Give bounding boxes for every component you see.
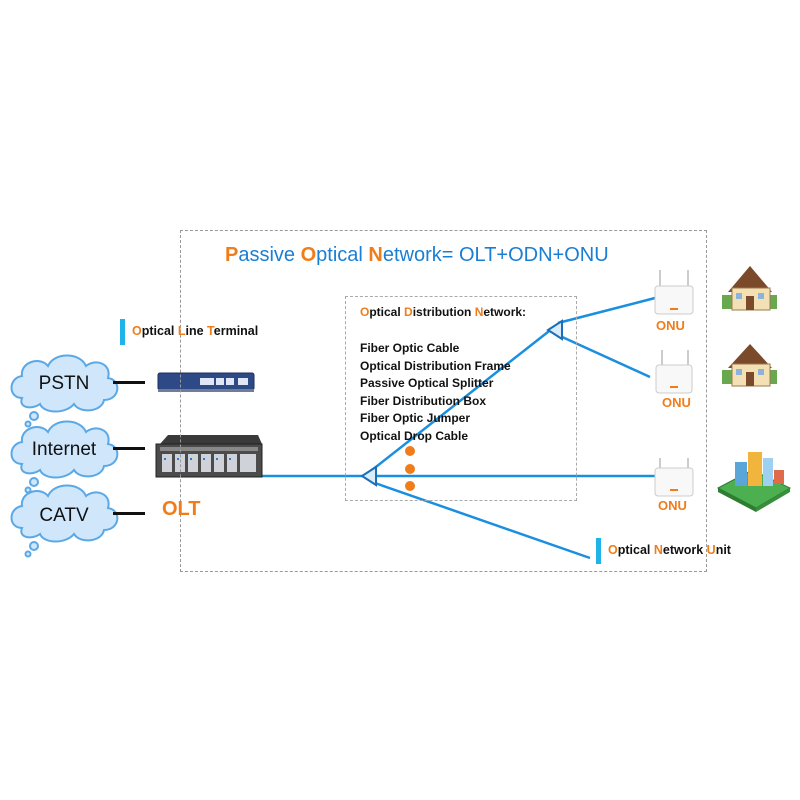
onu-label-bar [596, 538, 601, 564]
olt-label: Optical Line Terminal [132, 324, 259, 338]
fiber-splitter-to-onu-label [371, 480, 591, 560]
connector-dash [113, 512, 145, 515]
continuation-dot [405, 481, 415, 491]
odn-item: Optical Drop Cable [360, 428, 469, 443]
onu-label: Optical Network Unit [608, 543, 731, 557]
splitter-icon [546, 319, 563, 341]
cloud-icon [10, 484, 119, 558]
odn-title: Optical Distribution Network: [360, 305, 527, 319]
house-icon [722, 344, 777, 387]
onu-label-text: ONU [662, 395, 691, 410]
onu-label-text: ONU [658, 498, 687, 513]
connector-dash [113, 447, 145, 450]
odn-item: Optical Distribution Frame [360, 358, 511, 373]
olt-label-text: OLT [162, 498, 201, 520]
olt-label-bar [120, 319, 125, 345]
onu-router-icon [654, 270, 694, 315]
splitter-icon [360, 465, 377, 487]
onu-label-text: ONU [656, 318, 685, 333]
cloud-label-catv: CATV [39, 505, 89, 526]
odn-boundary [345, 296, 577, 501]
cloud-icon [10, 354, 119, 428]
pon-boundary [180, 230, 707, 572]
fiber-splitter2-to-onu2 [559, 334, 651, 379]
odn-item: Passive Optical Splitter [360, 376, 494, 390]
continuation-dot [405, 464, 415, 474]
network-switch-icon [157, 372, 255, 392]
fiber-splitter-to-splitter2 [371, 327, 554, 471]
odn-item: Fiber Optic Cable [360, 341, 460, 355]
cloud-label-internet: Internet [31, 439, 97, 460]
house-icon [722, 266, 777, 311]
fiber-splitter2-to-onu1 [557, 296, 656, 325]
onu-router-icon [654, 458, 694, 497]
cloud-label-pstn: PSTN [38, 373, 90, 394]
city-block-icon [716, 452, 792, 512]
cloud-icon [10, 420, 119, 494]
diagram-title: Passive Optical Network= OLT+ODN+ONU [225, 244, 609, 266]
odn-item: Fiber Optic Jumper [360, 411, 471, 425]
continuation-dot [405, 446, 415, 456]
odn-component-list: Fiber Optic Cable Optical Distribution F… [360, 340, 511, 445]
connector-dash [113, 381, 145, 384]
odn-item: Fiber Distribution Box [360, 393, 486, 408]
onu-router-icon [655, 350, 693, 394]
